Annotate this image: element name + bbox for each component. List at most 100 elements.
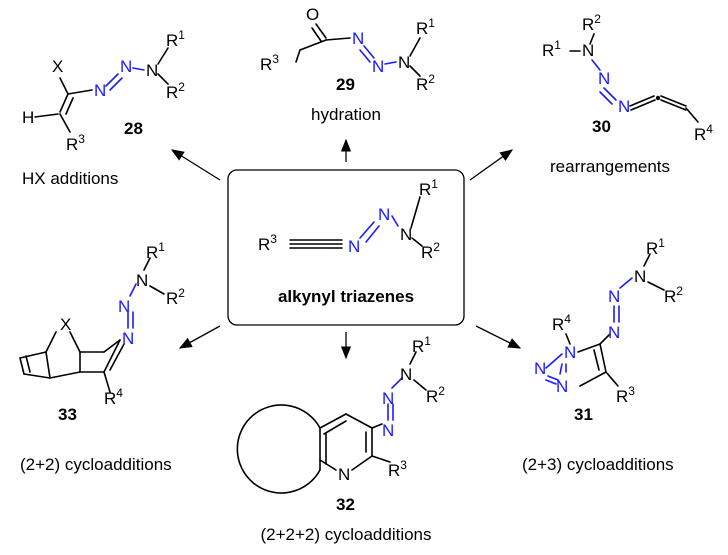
arrow-to-28	[170, 149, 221, 181]
c32-bond-r1	[409, 351, 417, 365]
c32-py-4	[351, 455, 373, 471]
c31-number: 31	[574, 405, 593, 424]
c32-py-1b	[323, 420, 347, 435]
c32-r3: R3	[388, 458, 407, 480]
c28-bond-n	[67, 89, 93, 95]
c31-n-n-b	[559, 363, 563, 375]
c31-r3: R3	[616, 384, 635, 406]
c32-n1: N	[382, 421, 394, 440]
c29-n2-n3	[384, 61, 397, 65]
compound-29: O R3 N N N R1 R2 29 hydration	[260, 5, 435, 124]
c30-n1: N	[618, 97, 630, 116]
c33-bridge-l	[45, 331, 57, 353]
c29-o: O	[306, 5, 319, 24]
c29-bond-ch2	[299, 39, 327, 51]
c31-bond-n	[599, 333, 611, 345]
c31-n2-n3	[545, 379, 557, 385]
c32-r1: R1	[412, 334, 431, 356]
c33-ring-3	[23, 373, 51, 379]
c31-n2-n1	[545, 353, 563, 369]
c31-nc: N	[634, 267, 646, 286]
c31-n3: N	[556, 377, 568, 396]
c30-r4: R4	[694, 122, 713, 144]
c30-db1-b	[630, 99, 656, 111]
c32-bond-n	[371, 423, 383, 429]
c32-py-5	[319, 459, 337, 471]
c29-caption: hydration	[311, 105, 381, 124]
c30-r2: R2	[582, 12, 601, 34]
c29-bond-r2	[409, 65, 421, 77]
c33-bond-r4	[103, 371, 111, 393]
c33-cb-3	[103, 339, 121, 353]
c28-db-2	[65, 97, 74, 115]
c30-number: 30	[592, 117, 611, 136]
c33-number: 33	[58, 405, 77, 424]
c31-bond-r2	[647, 281, 665, 291]
c30-n2: N	[598, 69, 610, 88]
c31-r1: R1	[646, 236, 665, 258]
c30-bond-r2	[589, 33, 595, 45]
c28-number: 28	[124, 119, 143, 138]
c28-bond-r1	[157, 47, 169, 65]
c31-caption: (2+3) cycloadditions	[522, 455, 674, 474]
c28-bond-r2	[157, 73, 169, 85]
center-n-r2-bond	[411, 237, 423, 247]
center-title: alkynyl triazenes	[278, 287, 414, 306]
c33-r1: R1	[146, 240, 165, 262]
c30-nn-2	[599, 91, 613, 105]
compound-33: X R4 N N N R1 R2 33 (2+2) cycloadditions	[19, 240, 185, 474]
c33-ring-5	[49, 371, 81, 379]
c33-caption: (2+2) cycloadditions	[20, 455, 172, 474]
c28-n2-n3	[132, 67, 145, 71]
center-r3: R3	[258, 232, 277, 254]
c29-r3: R3	[260, 52, 279, 74]
c28-db-1	[59, 93, 69, 113]
c29-co-1	[315, 23, 327, 39]
c33-ring-4	[45, 351, 51, 379]
c32-py-2	[345, 413, 373, 429]
center-box: R3 N N N R1 R2 alkynyl triazenes	[227, 169, 465, 326]
c31-n1: N	[564, 343, 576, 362]
c29-n3: N	[398, 53, 410, 72]
c28-x: X	[52, 57, 63, 76]
c30-r1: R1	[542, 38, 561, 60]
c28-n2: N	[120, 57, 132, 76]
c28-r2: R2	[166, 80, 185, 102]
c31-bond-r1	[643, 253, 651, 267]
center-n2: N	[378, 205, 390, 224]
c32-n2: N	[382, 389, 394, 408]
c28-nn-2	[109, 77, 123, 91]
compound-32: N R3 N N N R1 R2 32 (2+2+2) cycloadditio…	[236, 334, 445, 544]
c33-bond-r1	[143, 257, 151, 271]
c33-n2-n3	[129, 283, 137, 297]
arrow-to-30	[469, 149, 514, 181]
c29-bond-r3	[295, 49, 301, 63]
c29-n1: N	[352, 29, 364, 48]
c33-ring-1	[19, 351, 47, 359]
c33-n1: N	[122, 329, 134, 348]
compound-31: R4 N N N R3 N N N R1 R2 31 (2+3) cycload…	[522, 236, 683, 474]
c30-caption: rearrangements	[550, 157, 670, 176]
center-r1: R1	[419, 177, 438, 199]
c31-ring-2b	[593, 349, 600, 371]
c32-bond-r2	[413, 379, 427, 391]
c31-bond-r3	[605, 371, 619, 387]
c33-ring-2b	[25, 355, 31, 373]
c32-number: 32	[336, 495, 355, 514]
c30-bond-r4	[685, 107, 699, 123]
center-n-r1-bond	[410, 196, 421, 229]
c31-ring-2	[599, 343, 607, 373]
c30-allene-center	[655, 95, 661, 101]
c32-ring-arc	[236, 404, 321, 494]
compound-28: X H R3 N N N R1 R2 28 HX additions	[22, 28, 185, 188]
c30-db1-a	[629, 95, 655, 107]
c31-n2-n3b	[547, 375, 559, 381]
center-nn-bond	[359, 221, 375, 239]
c32-caption: (2+2+2) cycloadditions	[260, 525, 431, 544]
c33-r2: R2	[166, 286, 185, 308]
c29-number: 29	[336, 75, 355, 94]
c28-bond-h	[34, 113, 59, 118]
c30-db2-b	[660, 99, 687, 111]
c32-bond-r3	[371, 455, 391, 463]
c28-r3: R3	[66, 132, 85, 154]
